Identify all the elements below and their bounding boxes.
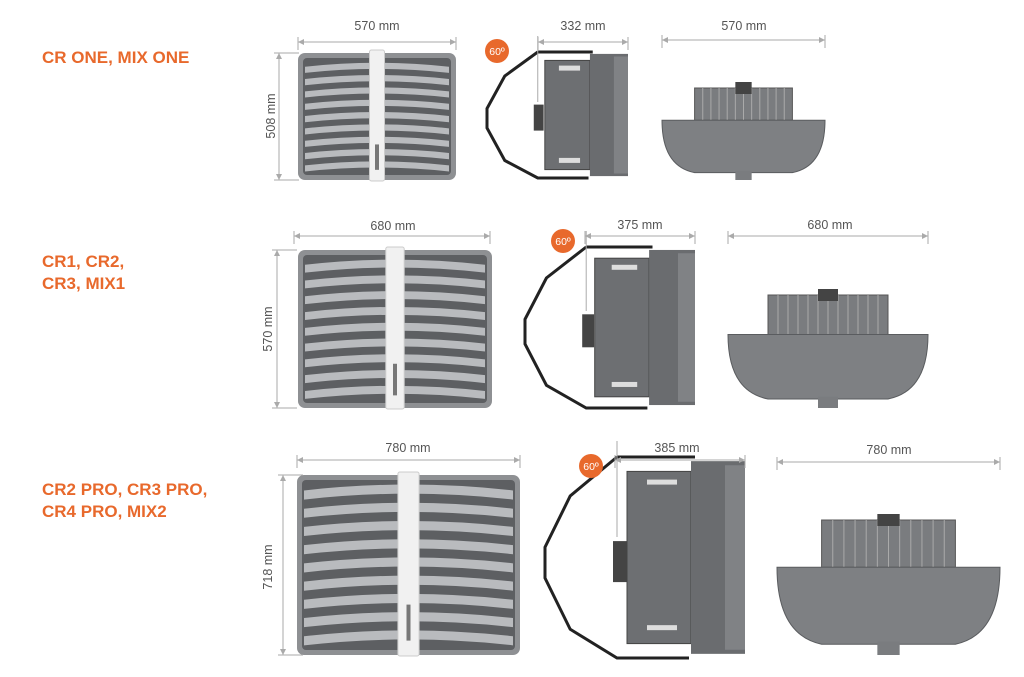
mounting-bracket bbox=[543, 455, 689, 660]
fan-housing bbox=[626, 470, 692, 645]
fan-housing bbox=[544, 59, 591, 171]
brand-logo bbox=[393, 363, 397, 396]
heater-dome bbox=[661, 119, 826, 174]
louver-edge bbox=[613, 56, 628, 174]
model-names: CR2 PRO, CR3 PRO, bbox=[42, 480, 208, 499]
drain-stub bbox=[877, 641, 900, 655]
center-strip bbox=[368, 49, 386, 182]
bottom-view-heater bbox=[776, 514, 1001, 655]
angle-badge bbox=[579, 454, 603, 478]
bottom-width-label: 680 mm bbox=[807, 218, 852, 232]
side-depth-label: 385 mm bbox=[654, 441, 699, 455]
model-names: CR4 PRO, MIX2 bbox=[42, 502, 167, 521]
motor bbox=[877, 514, 900, 526]
motor bbox=[735, 82, 752, 94]
model-names: CR3, MIX1 bbox=[42, 274, 126, 293]
brand-logo bbox=[375, 144, 379, 170]
center-strip bbox=[397, 471, 420, 657]
bottom-view-heater bbox=[661, 82, 826, 180]
angle-badge-label: 60º bbox=[583, 461, 599, 473]
heater-dome bbox=[776, 566, 1001, 645]
side-view-heater bbox=[543, 441, 745, 660]
louver-edge bbox=[678, 253, 695, 402]
side-view-heater bbox=[485, 36, 628, 180]
front-width-label: 570 mm bbox=[354, 19, 399, 33]
drain-stub bbox=[818, 396, 838, 408]
bottom-view-heater bbox=[727, 289, 929, 408]
motor bbox=[613, 541, 627, 583]
side-depth-label: 332 mm bbox=[560, 19, 605, 33]
model-label-row-1: CR ONE, MIX ONE bbox=[42, 47, 189, 69]
model-names: CR1, CR2, bbox=[42, 252, 125, 271]
angle-badge bbox=[551, 229, 575, 253]
heater-dome bbox=[727, 334, 929, 400]
bolt bbox=[611, 264, 638, 270]
bolt bbox=[647, 479, 677, 485]
front-height-label: 718 mm bbox=[261, 544, 275, 589]
front-view-heater bbox=[298, 246, 492, 410]
angle-badge bbox=[485, 39, 509, 63]
front-height-label: 570 mm bbox=[261, 306, 275, 351]
bolt bbox=[611, 381, 638, 387]
center-strip bbox=[385, 246, 405, 410]
motor bbox=[533, 104, 544, 131]
model-label-row-3: CR2 PRO, CR3 PRO, CR4 PRO, MIX2 bbox=[42, 479, 207, 523]
angle-badge-label: 60º bbox=[489, 46, 505, 58]
louver-edge bbox=[725, 465, 745, 650]
drain-stub bbox=[735, 170, 752, 180]
fan-housing bbox=[594, 257, 650, 398]
bottom-width-label: 780 mm bbox=[866, 443, 911, 457]
model-names: CR ONE, MIX ONE bbox=[42, 48, 190, 67]
front-view-heater bbox=[298, 49, 456, 182]
front-width-label: 680 mm bbox=[370, 219, 415, 233]
bolt bbox=[558, 65, 581, 71]
mounting-bracket bbox=[523, 245, 648, 410]
model-label-row-2: CR1, CR2, CR3, MIX1 bbox=[42, 251, 125, 295]
bolt bbox=[558, 157, 581, 163]
brand-logo bbox=[406, 604, 411, 641]
front-width-label: 780 mm bbox=[385, 441, 430, 455]
bolt bbox=[647, 625, 677, 631]
front-height-label: 508 mm bbox=[264, 93, 278, 138]
bottom-width-label: 570 mm bbox=[721, 19, 766, 33]
motor bbox=[818, 289, 838, 301]
front-view-heater bbox=[297, 471, 520, 657]
mounting-bracket bbox=[485, 50, 589, 180]
motor bbox=[582, 314, 595, 348]
side-view-heater bbox=[523, 229, 695, 410]
side-depth-label: 375 mm bbox=[617, 218, 662, 232]
angle-badge-label: 60º bbox=[555, 236, 571, 248]
